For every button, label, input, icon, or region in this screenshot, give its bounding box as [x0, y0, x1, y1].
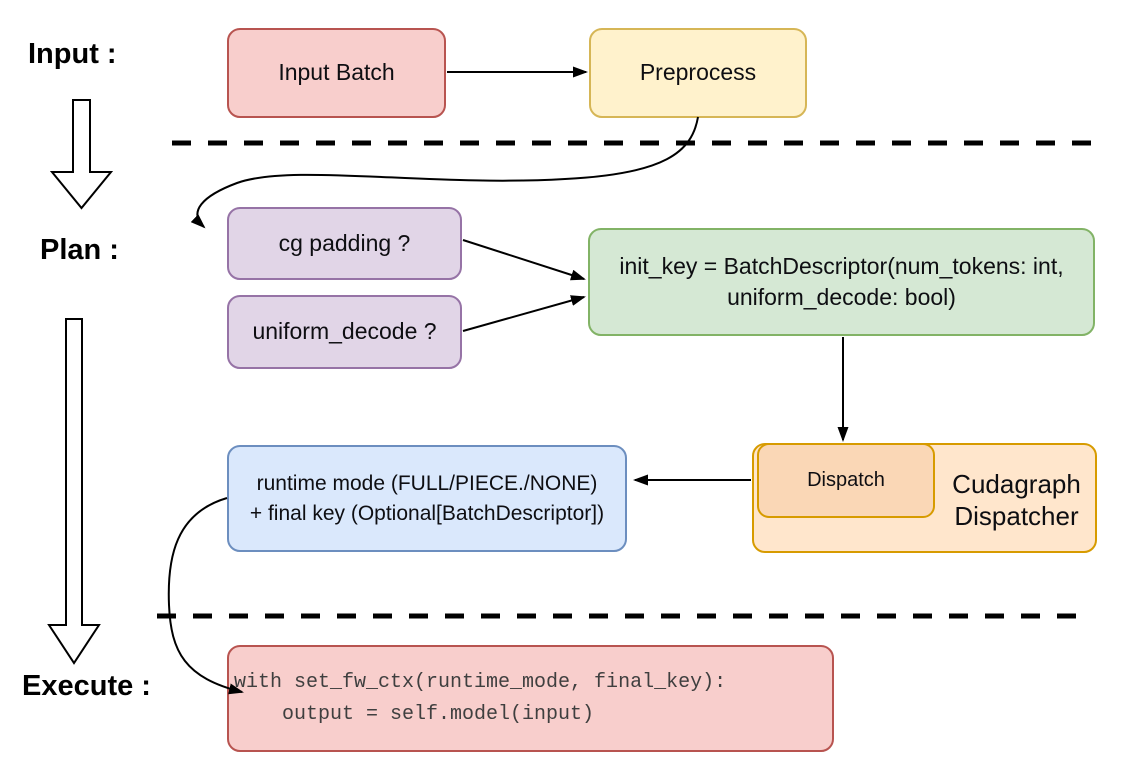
node-cudagraph-dispatcher: Cudagraph Dispatcher Dispatch: [752, 443, 1097, 553]
node-cudagraph-dispatcher-line2: Dispatcher: [954, 501, 1079, 531]
node-runtime-result-line2: + final key (Optional[BatchDescriptor]): [249, 501, 605, 525]
stage-arrow-plan-to-execute: [47, 318, 101, 665]
node-dispatch-label: Dispatch: [807, 469, 885, 491]
stage-arrow-input-to-plan: [49, 99, 114, 210]
node-runtime-result-line1: runtime mode (FULL/PIECE./NONE): [256, 471, 598, 495]
node-execute-code: with set_fw_ctx(runtime_mode, final_key)…: [227, 645, 834, 752]
node-preprocess-label: Preprocess: [639, 59, 757, 86]
node-uniform-decode-label: uniform_decode ?: [252, 318, 437, 345]
node-init-key-line2: uniform_decode: bool): [727, 284, 956, 310]
node-uniform-decode: uniform_decode ?: [227, 295, 462, 369]
node-runtime-result: runtime mode (FULL/PIECE./NONE) + final …: [227, 445, 627, 552]
execute-code-line1: with set_fw_ctx(runtime_mode, final_key)…: [234, 670, 727, 694]
node-init-key: init_key = BatchDescriptor(num_tokens: i…: [588, 228, 1095, 336]
node-preprocess: Preprocess: [589, 28, 807, 118]
stage-label-plan: Plan :: [40, 234, 119, 266]
node-cudagraph-dispatcher-line1: Cudagraph: [952, 468, 1081, 499]
node-cg-padding: cg padding ?: [227, 207, 462, 280]
stage-label-input: Input :: [28, 38, 117, 70]
execute-code-line2: output = self.model(input): [234, 702, 595, 726]
arrow-uniform-decode-to-init-key: [462, 295, 586, 332]
node-cg-padding-label: cg padding ?: [278, 229, 411, 256]
arrow-cg-padding-to-init-key: [462, 239, 586, 281]
node-input-batch: Input Batch: [227, 28, 446, 118]
node-init-key-line1: init_key = BatchDescriptor(num_tokens: i…: [619, 252, 1064, 279]
stage-label-execute: Execute :: [22, 670, 151, 702]
node-input-batch-label: Input Batch: [278, 59, 395, 86]
node-cudagraph-dispatcher-label: Cudagraph Dispatcher: [934, 445, 1099, 555]
node-dispatch: Dispatch: [757, 443, 935, 518]
